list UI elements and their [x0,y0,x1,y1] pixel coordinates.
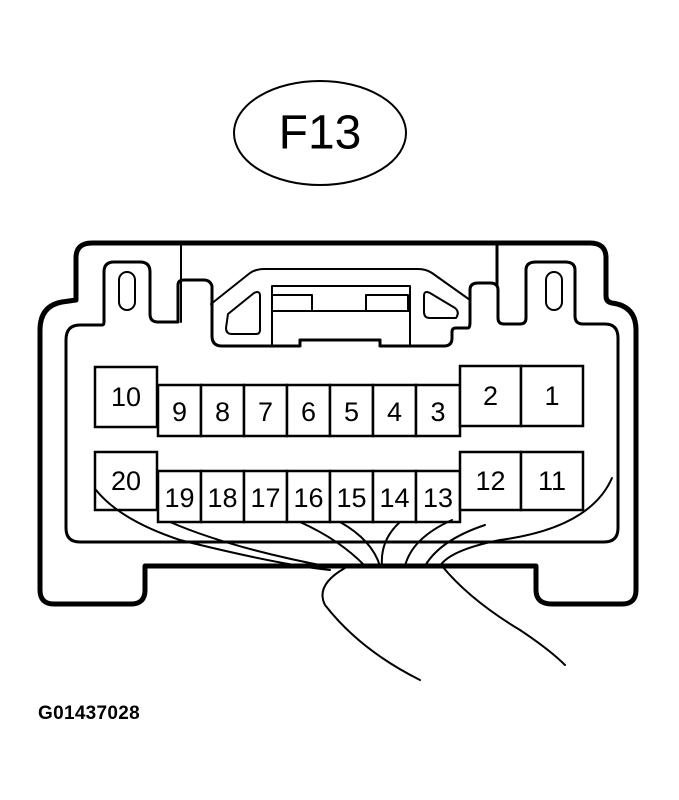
terminal-label: 9 [172,397,187,427]
terminal-row-top: 10 9 8 7 6 5 4 3 [93,364,585,438]
terminal-19[interactable]: 19 [156,469,203,524]
lock-tab-outline [210,268,471,305]
terminal-1[interactable]: 1 [519,364,585,428]
terminal-label: 5 [344,397,359,427]
wire-12 [424,524,486,567]
housing-outer-shell [37,240,639,607]
wire-11 [439,477,613,567]
terminal-label: 1 [544,381,559,411]
wire-20 [95,489,331,571]
housing-inner-frame [64,260,620,544]
wire-19 [169,521,331,568]
wire-16 [299,521,366,567]
terminal-17[interactable]: 17 [242,469,289,524]
connector-id-label: F13 [279,107,362,160]
terminal-label: 12 [475,466,505,496]
terminal-15[interactable]: 15 [328,469,375,524]
terminal-3[interactable]: 3 [414,383,462,438]
lock-tab-right-window [365,294,409,312]
terminal-14[interactable]: 14 [371,469,418,524]
terminal-label: 3 [430,397,445,427]
wire-15 [339,521,381,567]
wire-harness [95,477,613,681]
terminal-7[interactable]: 7 [242,383,289,438]
terminal-16[interactable]: 16 [285,469,332,524]
terminal-label: 19 [164,483,194,513]
terminal-10[interactable]: 10 [93,365,159,429]
lock-left-triangle [225,291,261,335]
terminal-2[interactable]: 2 [458,364,523,428]
terminal-9[interactable]: 9 [156,383,203,438]
terminal-12[interactable]: 12 [458,450,523,512]
terminal-label: 18 [207,483,237,513]
figure-code: G01437028 [38,703,141,724]
terminal-label: 15 [336,483,366,513]
terminal-label: 20 [111,466,141,496]
terminal-label: 8 [215,397,230,427]
wire-13 [404,519,453,567]
terminal-5[interactable]: 5 [328,383,375,438]
lock-tab-body [271,285,411,347]
right-ear-slot [545,271,563,311]
lock-tab-left-window [271,294,313,312]
left-ear-slot [118,271,136,311]
terminal-label: 11 [538,466,566,496]
terminal-label: 2 [483,381,498,411]
terminal-18[interactable]: 18 [199,469,246,524]
harness-bundle-right [441,565,566,666]
terminal-label: 10 [111,382,141,412]
terminal-6[interactable]: 6 [285,383,332,438]
connector-id-badge: F13 [233,80,407,186]
terminal-label: 7 [258,397,273,427]
harness-bundle-left [321,567,421,681]
terminal-11[interactable]: 11 [519,450,585,512]
terminal-label: 4 [387,397,402,427]
id-ellipse [233,80,407,186]
terminal-20[interactable]: 20 [93,450,159,512]
connector-housing [37,240,639,607]
lock-right-triangle [423,291,459,319]
terminal-4[interactable]: 4 [371,383,418,438]
terminal-row-bottom: 20 19 18 17 16 15 14 13 [93,450,585,524]
terminal-label: 14 [379,483,409,513]
terminal-8[interactable]: 8 [199,383,246,438]
wire-14 [380,521,401,567]
terminal-label: 16 [293,483,323,513]
terminal-label: 17 [250,483,280,513]
terminal-label: 6 [301,397,316,427]
terminal-label: 13 [423,483,453,513]
terminal-13[interactable]: 13 [414,469,462,524]
